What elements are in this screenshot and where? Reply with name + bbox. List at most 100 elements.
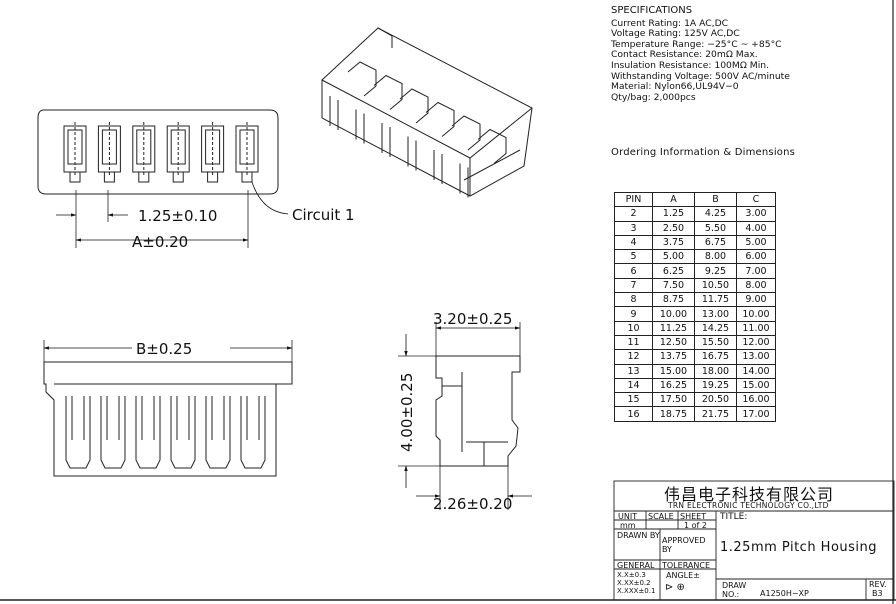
side-dimensions: 3.20±0.25 4.00±0.25 2.26±0.20 [398, 310, 532, 513]
spec-line: Qty/bag: 2,000pcs [611, 91, 696, 103]
table-cell: 7.50 [652, 277, 695, 294]
table-cell: 6.75 [694, 234, 737, 251]
width-bottom-label: 2.26±0.20 [433, 495, 512, 513]
table-cell: 1.25 [652, 206, 695, 222]
side-profile-view [435, 355, 521, 467]
table-cell: 12.50 [652, 334, 695, 351]
table-cell: 18.75 [652, 406, 695, 422]
table-cell: 3.00 [736, 206, 776, 222]
company-name-en: TRN ELECTRONIC TECHNOLOGY CO.,LTD [668, 501, 829, 510]
housing-rib [399, 88, 429, 124]
table-cell: 3.75 [652, 234, 695, 251]
scale-label: SCALE [648, 512, 674, 521]
spec-line: Contact Resistance: 20mΩ Max. [611, 49, 758, 61]
unit-value: mm [620, 521, 636, 530]
table-cell: 18.00 [694, 363, 737, 379]
table-cell: 15 [614, 392, 653, 408]
contact-pin [138, 171, 150, 183]
housing-slot [381, 123, 391, 157]
table-cell: 15.50 [694, 334, 737, 351]
housing-rib [425, 101, 455, 137]
angle-label: ANGLE± [666, 571, 700, 580]
table-cell: 12 [614, 349, 653, 365]
ordering-title: Ordering Information & Dimensions [611, 147, 796, 158]
title-block [613, 480, 895, 601]
spec-line: Current Rating: 1A AC,DC [611, 17, 729, 29]
table-cell: 5.50 [694, 220, 737, 236]
table-cell: 10 [614, 320, 653, 336]
table-cell: 19.25 [694, 377, 737, 394]
title-label: TITLE: [720, 512, 748, 522]
bottom-view [43, 361, 293, 477]
a-dimension-label: A±0.20 [132, 233, 188, 251]
bottom-slot [240, 396, 266, 469]
table-cell: 9 [614, 306, 653, 322]
bottom-slot [135, 396, 161, 469]
table-cell: 2.50 [652, 220, 695, 236]
bottom-slot [170, 396, 196, 469]
table-cell: 8.75 [652, 292, 695, 308]
height-label: 4.00±0.25 [398, 373, 416, 452]
table-cell: 10.00 [736, 306, 776, 322]
b-dimension-label: B±0.25 [136, 340, 192, 358]
contact-pin [103, 171, 115, 183]
table-cell: 6 [614, 263, 653, 279]
table-cell: 17.00 [736, 406, 776, 422]
bottom-slot [100, 396, 126, 469]
spec-line: Material: Nylon66,UL94V−0 [611, 81, 739, 93]
table-cell: 13.75 [652, 349, 695, 365]
front-view [37, 109, 279, 195]
table-cell: 15.00 [736, 377, 776, 394]
pitch-label: 1.25±0.10 [138, 207, 217, 225]
housing-rib [347, 61, 377, 97]
width-top-label: 3.20±0.25 [433, 310, 512, 328]
table-cell: 5.00 [736, 234, 776, 251]
table-cell: 7 [614, 277, 653, 294]
table-cell: 17.50 [652, 392, 695, 408]
housing-rib [477, 128, 507, 164]
contact-pin [207, 171, 219, 183]
tolerance-1: X.X±0.3 [617, 571, 646, 579]
table-cell: 21.75 [694, 406, 737, 422]
housing-slot [355, 109, 365, 144]
tolerance-2: X.XX±0.2 [617, 579, 651, 587]
contact-pin [172, 171, 184, 183]
drawing-title: 1.25mm Pitch Housing [720, 540, 878, 555]
sheet-value: 1 of 2 [684, 521, 707, 530]
table-cell: 16.75 [694, 349, 737, 365]
table-header-row: PIN A B C [614, 191, 776, 208]
table-cell: 14 [614, 377, 653, 394]
table-cell: 8.00 [694, 249, 737, 265]
housing-rib [451, 115, 481, 151]
company-name-cn: 伟昌电子科技有限公司 [664, 485, 835, 504]
spec-line: Withstanding Voltage: 500V AC/minute [611, 70, 790, 82]
circuit-label: Circuit 1 [292, 206, 355, 224]
table-cell: 11.75 [694, 292, 737, 308]
header-pin: PIN [614, 191, 653, 208]
table-cell: 11.25 [652, 320, 695, 336]
table-cell: 8.00 [736, 277, 776, 294]
table-cell: 5 [614, 249, 653, 265]
table-cell: 5.00 [652, 249, 695, 265]
spec-line: Voltage Rating: 125V AC,DC [611, 28, 740, 40]
bottom-slot [205, 396, 231, 469]
header-c: C [736, 191, 776, 208]
table-cell: 16.25 [652, 377, 695, 394]
housing-slot [329, 96, 339, 130]
table-cell: 8 [614, 292, 653, 308]
projection-symbol-icon: ⊳ ⊕ [665, 582, 685, 593]
table-cell: 7.00 [736, 263, 776, 279]
approved-by-label: APPROVED BY [662, 536, 706, 554]
specifications-block: SPECIFICATIONS Current Rating: 1A AC,DC … [611, 5, 790, 103]
